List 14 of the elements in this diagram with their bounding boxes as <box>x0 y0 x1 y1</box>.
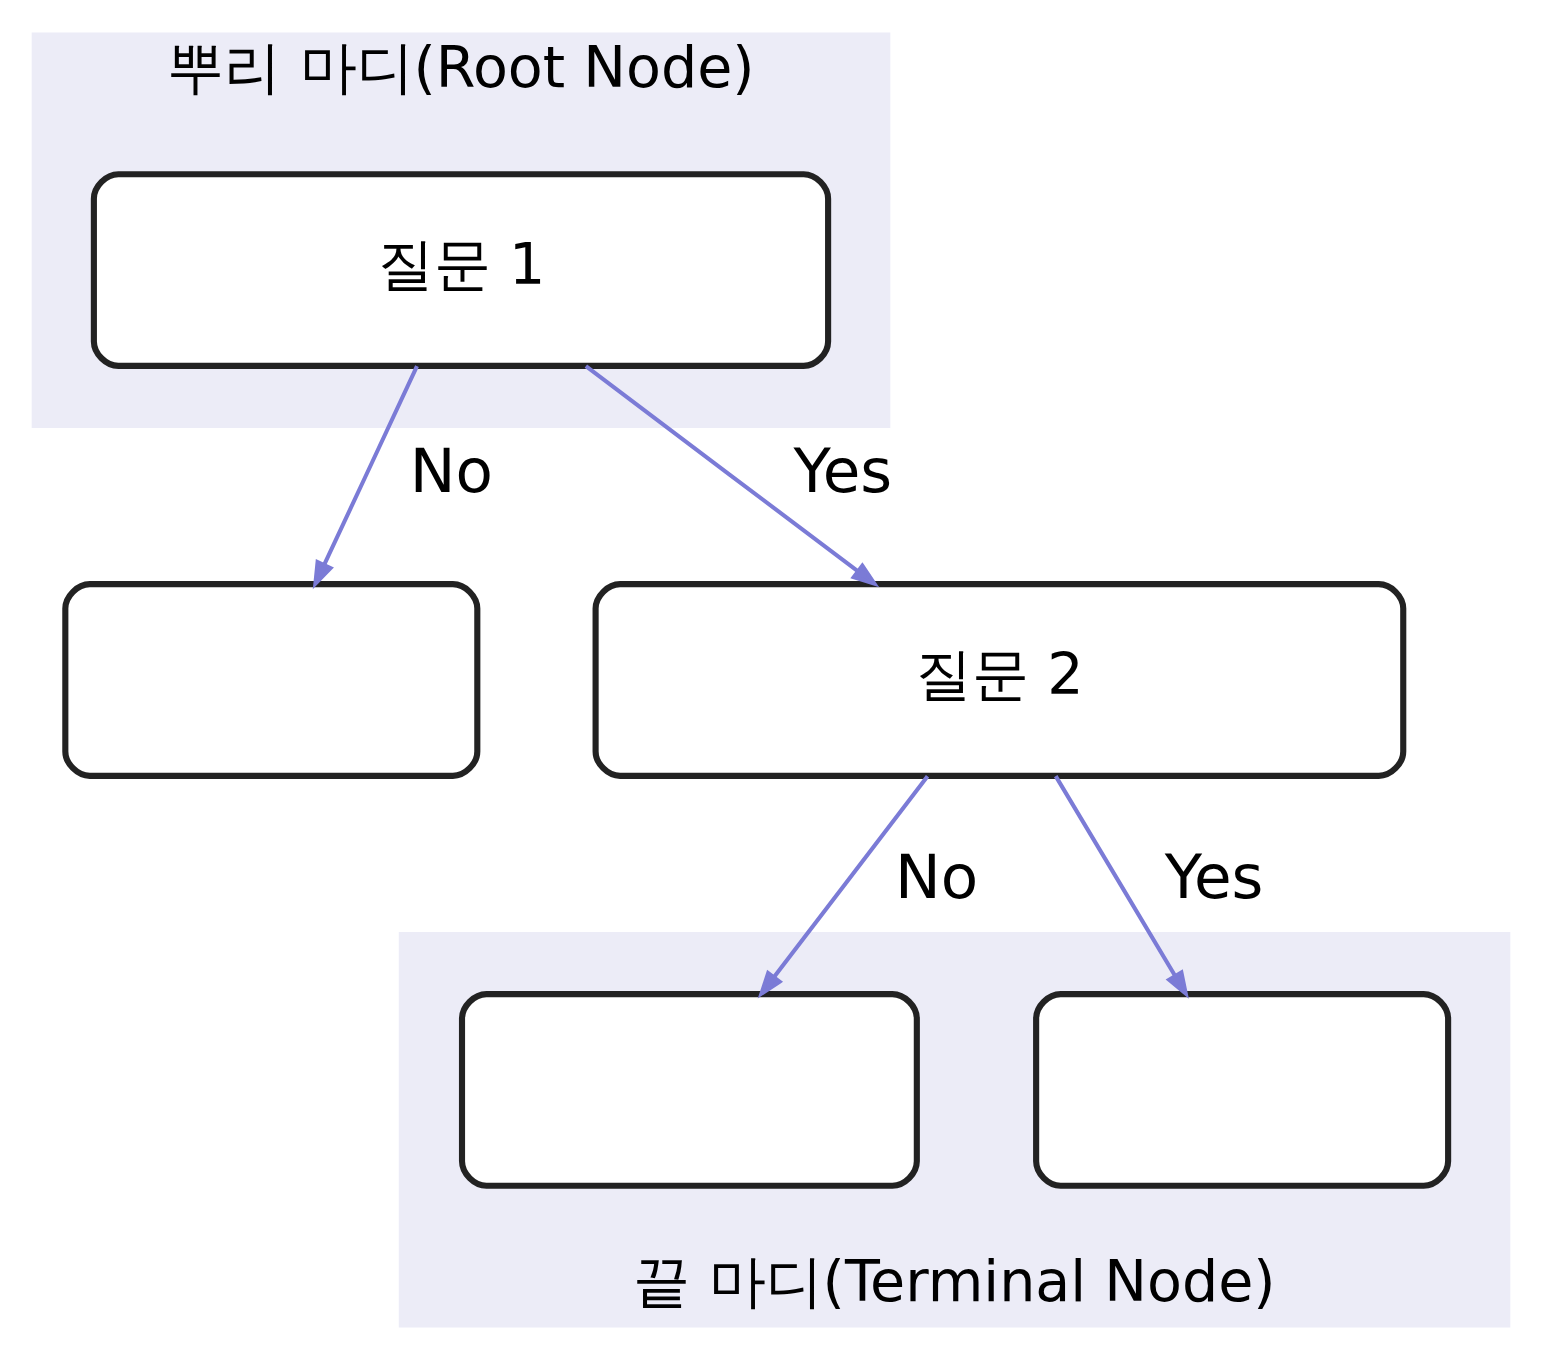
arrow <box>757 774 930 999</box>
edge-label: Yes <box>793 435 893 507</box>
node-box <box>62 581 481 779</box>
edge-label: Yes <box>1164 841 1264 913</box>
arrow <box>1053 775 1189 999</box>
cluster: 끝 마디(Terminal Node) <box>398 931 1511 1328</box>
edge-label: No <box>409 435 493 507</box>
node-box <box>458 991 920 1189</box>
arrow <box>584 364 880 588</box>
node-box: 질문 2 <box>592 581 1407 779</box>
edge-label: No <box>895 841 979 913</box>
node-box <box>1033 991 1452 1189</box>
node-box: 질문 1 <box>90 171 832 369</box>
arrow <box>312 365 419 590</box>
